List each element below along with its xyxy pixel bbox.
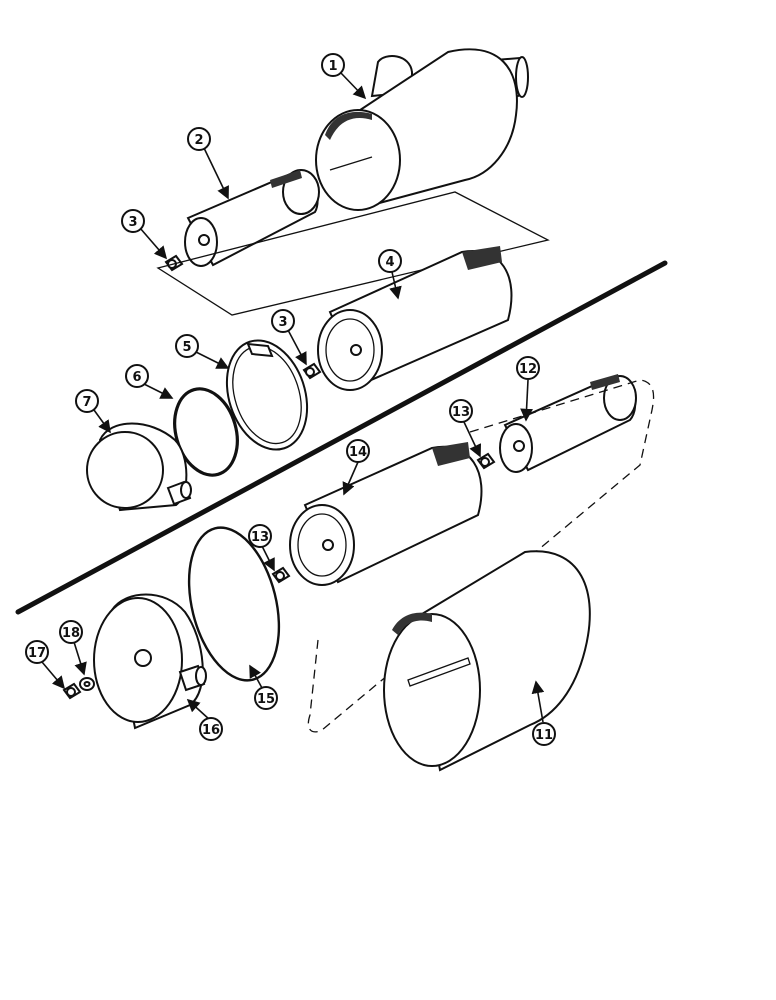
callout-4: 4 [378, 249, 402, 273]
callout-13-lower: 13 [248, 524, 272, 548]
safety-element-part-2 [184, 169, 320, 267]
assembly-frame-top [156, 191, 550, 316]
svg-text:14: 14 [349, 445, 367, 460]
primary-element-part-14 [289, 442, 483, 586]
svg-text:13: 13 [251, 530, 269, 545]
section-divider-line [15, 260, 668, 615]
callout-6: 6 [125, 364, 149, 388]
svg-text:5: 5 [182, 340, 191, 355]
safety-element-part-12 [499, 374, 637, 473]
svg-text:6: 6 [132, 370, 141, 385]
wing-nut-part-17 [62, 682, 82, 700]
svg-text:12: 12 [519, 362, 537, 377]
gasket-part-15 [187, 526, 281, 682]
band-clamp-part-5 [225, 339, 309, 451]
callout-12: 12 [516, 356, 540, 380]
primary-element-part-4 [317, 246, 513, 391]
housing-part-11 [383, 550, 591, 772]
svg-text:15: 15 [257, 692, 275, 707]
leader-lines [41, 71, 545, 723]
callout-3-middle: 3 [271, 309, 295, 333]
svg-text:2: 2 [194, 133, 203, 148]
callout-3-top: 3 [121, 209, 145, 233]
callout-7: 7 [75, 389, 99, 413]
wing-nut-part-3-middle [302, 362, 322, 380]
wing-nut-part-13-lower [271, 566, 291, 584]
o-ring-part-6 [173, 387, 239, 477]
svg-text:3: 3 [278, 315, 287, 330]
callout-11: 11 [532, 722, 556, 746]
svg-text:16: 16 [202, 723, 220, 738]
svg-text:18: 18 [62, 626, 80, 641]
svg-text:1: 1 [328, 59, 337, 74]
svg-text:7: 7 [82, 395, 91, 410]
callout-14: 14 [346, 439, 370, 463]
svg-text:3: 3 [128, 215, 137, 230]
callout-1: 1 [321, 53, 345, 77]
callout-5: 5 [175, 334, 199, 358]
housing-part-1 [315, 48, 529, 211]
svg-text:17: 17 [28, 646, 46, 661]
callout-2: 2 [187, 127, 211, 151]
assembly-frame-lower [307, 379, 655, 733]
callout-13-upper: 13 [449, 399, 473, 423]
svg-text:11: 11 [535, 728, 553, 743]
wing-nut-part-13-upper [476, 452, 496, 470]
callout-16: 16 [199, 717, 223, 741]
washer-part-18 [79, 677, 95, 691]
svg-text:13: 13 [452, 405, 470, 420]
end-cover-part-7 [86, 422, 192, 512]
callout-15: 15 [254, 686, 278, 710]
callout-18: 18 [59, 620, 83, 644]
svg-text:4: 4 [385, 255, 394, 270]
callout-17: 17 [25, 640, 49, 664]
end-cover-part-16 [93, 593, 207, 730]
